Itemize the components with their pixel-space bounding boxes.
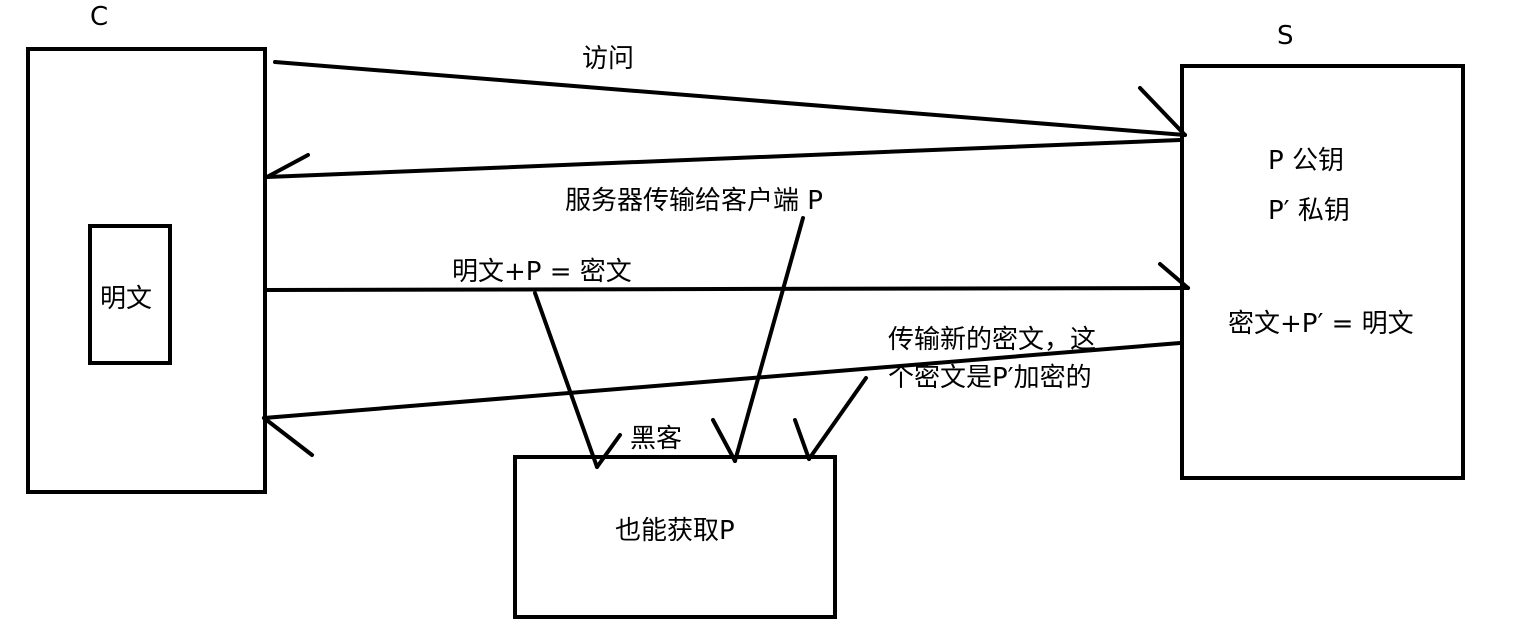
- intercept-arrow-1: [533, 291, 622, 469]
- client-label: C: [90, 2, 109, 32]
- ciphertext-arrow: [265, 262, 1190, 292]
- public-key-text: P 公钥: [1268, 146, 1344, 176]
- encrypt-label: 明文+P = 密文: [452, 257, 632, 287]
- server-label: S: [1277, 21, 1294, 51]
- server-box: [1180, 64, 1465, 480]
- hacker-title: 黑客: [630, 424, 683, 454]
- intercept-arrow-3: [793, 376, 868, 461]
- client-box: [26, 47, 267, 494]
- private-key-text: P′ 私钥: [1268, 196, 1350, 226]
- plaintext-box: [88, 224, 172, 365]
- public-key-label: 服务器传输给客户端 P: [565, 186, 823, 216]
- plaintext-label: 明文: [100, 284, 153, 314]
- decrypt-text: 密文+P′ = 明文: [1228, 309, 1414, 339]
- hacker-box: [513, 455, 837, 619]
- new-ciphertext-label: 传输新的密文，这 个密文是P′加密的: [888, 325, 1097, 393]
- public-key-arrow: [265, 138, 1182, 179]
- hacker-box-text: 也能获取P: [615, 516, 735, 546]
- visit-arrow: [273, 60, 1187, 137]
- new-ciphertext-arrow: [262, 341, 1182, 457]
- intercept-arrow-2: [711, 216, 805, 463]
- visit-label: 访问: [582, 44, 635, 74]
